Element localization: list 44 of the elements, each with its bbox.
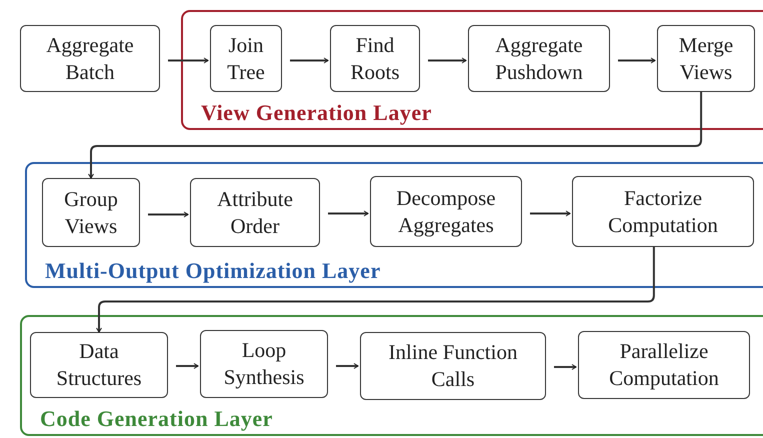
process-box bbox=[200, 330, 328, 398]
process-box bbox=[190, 178, 320, 247]
layer-panel bbox=[181, 10, 763, 130]
step-label: Decompose Aggregates bbox=[395, 184, 497, 238]
arrow bbox=[176, 363, 198, 369]
layer-panel bbox=[20, 315, 763, 436]
layer-title: Code Generation Layer bbox=[40, 406, 273, 432]
process-box bbox=[657, 25, 755, 92]
arrow bbox=[428, 58, 466, 64]
step-label: Find Roots bbox=[349, 32, 400, 86]
arrow bbox=[168, 58, 208, 64]
arrow bbox=[290, 58, 328, 64]
arrow bbox=[148, 212, 188, 218]
process-box bbox=[42, 178, 140, 247]
process-box bbox=[20, 25, 160, 92]
step-label: Factorize Computation bbox=[607, 184, 719, 238]
step-label: Attribute Order bbox=[216, 186, 294, 240]
step-label: Aggregate Pushdown bbox=[494, 32, 584, 86]
arrow bbox=[530, 210, 570, 216]
step-label: Parallelize Computation bbox=[608, 338, 720, 392]
process-box bbox=[578, 331, 750, 399]
step-label: Data Structures bbox=[55, 338, 143, 392]
step-label: Join Tree bbox=[226, 32, 266, 86]
arrow bbox=[328, 210, 368, 216]
process-box bbox=[370, 176, 522, 247]
process-box bbox=[210, 25, 282, 92]
process-box bbox=[468, 25, 610, 92]
arrow bbox=[618, 58, 656, 64]
arrow bbox=[96, 247, 655, 332]
process-box bbox=[360, 332, 546, 400]
arrow bbox=[336, 363, 358, 369]
process-box bbox=[572, 176, 754, 247]
layer-title: View Generation Layer bbox=[201, 100, 432, 126]
layer-panel bbox=[25, 162, 763, 288]
layer-title: Multi-Output Optimization Layer bbox=[45, 258, 381, 284]
step-label: Group Views bbox=[63, 186, 119, 240]
step-label: Aggregate Batch bbox=[45, 32, 135, 86]
step-label: Loop Synthesis bbox=[222, 337, 306, 391]
process-box bbox=[30, 332, 168, 398]
process-box bbox=[330, 25, 420, 92]
step-label: Merge Views bbox=[678, 32, 734, 86]
step-label: Inline Function Calls bbox=[388, 339, 518, 393]
arrow bbox=[88, 92, 702, 178]
arrow bbox=[554, 364, 576, 370]
